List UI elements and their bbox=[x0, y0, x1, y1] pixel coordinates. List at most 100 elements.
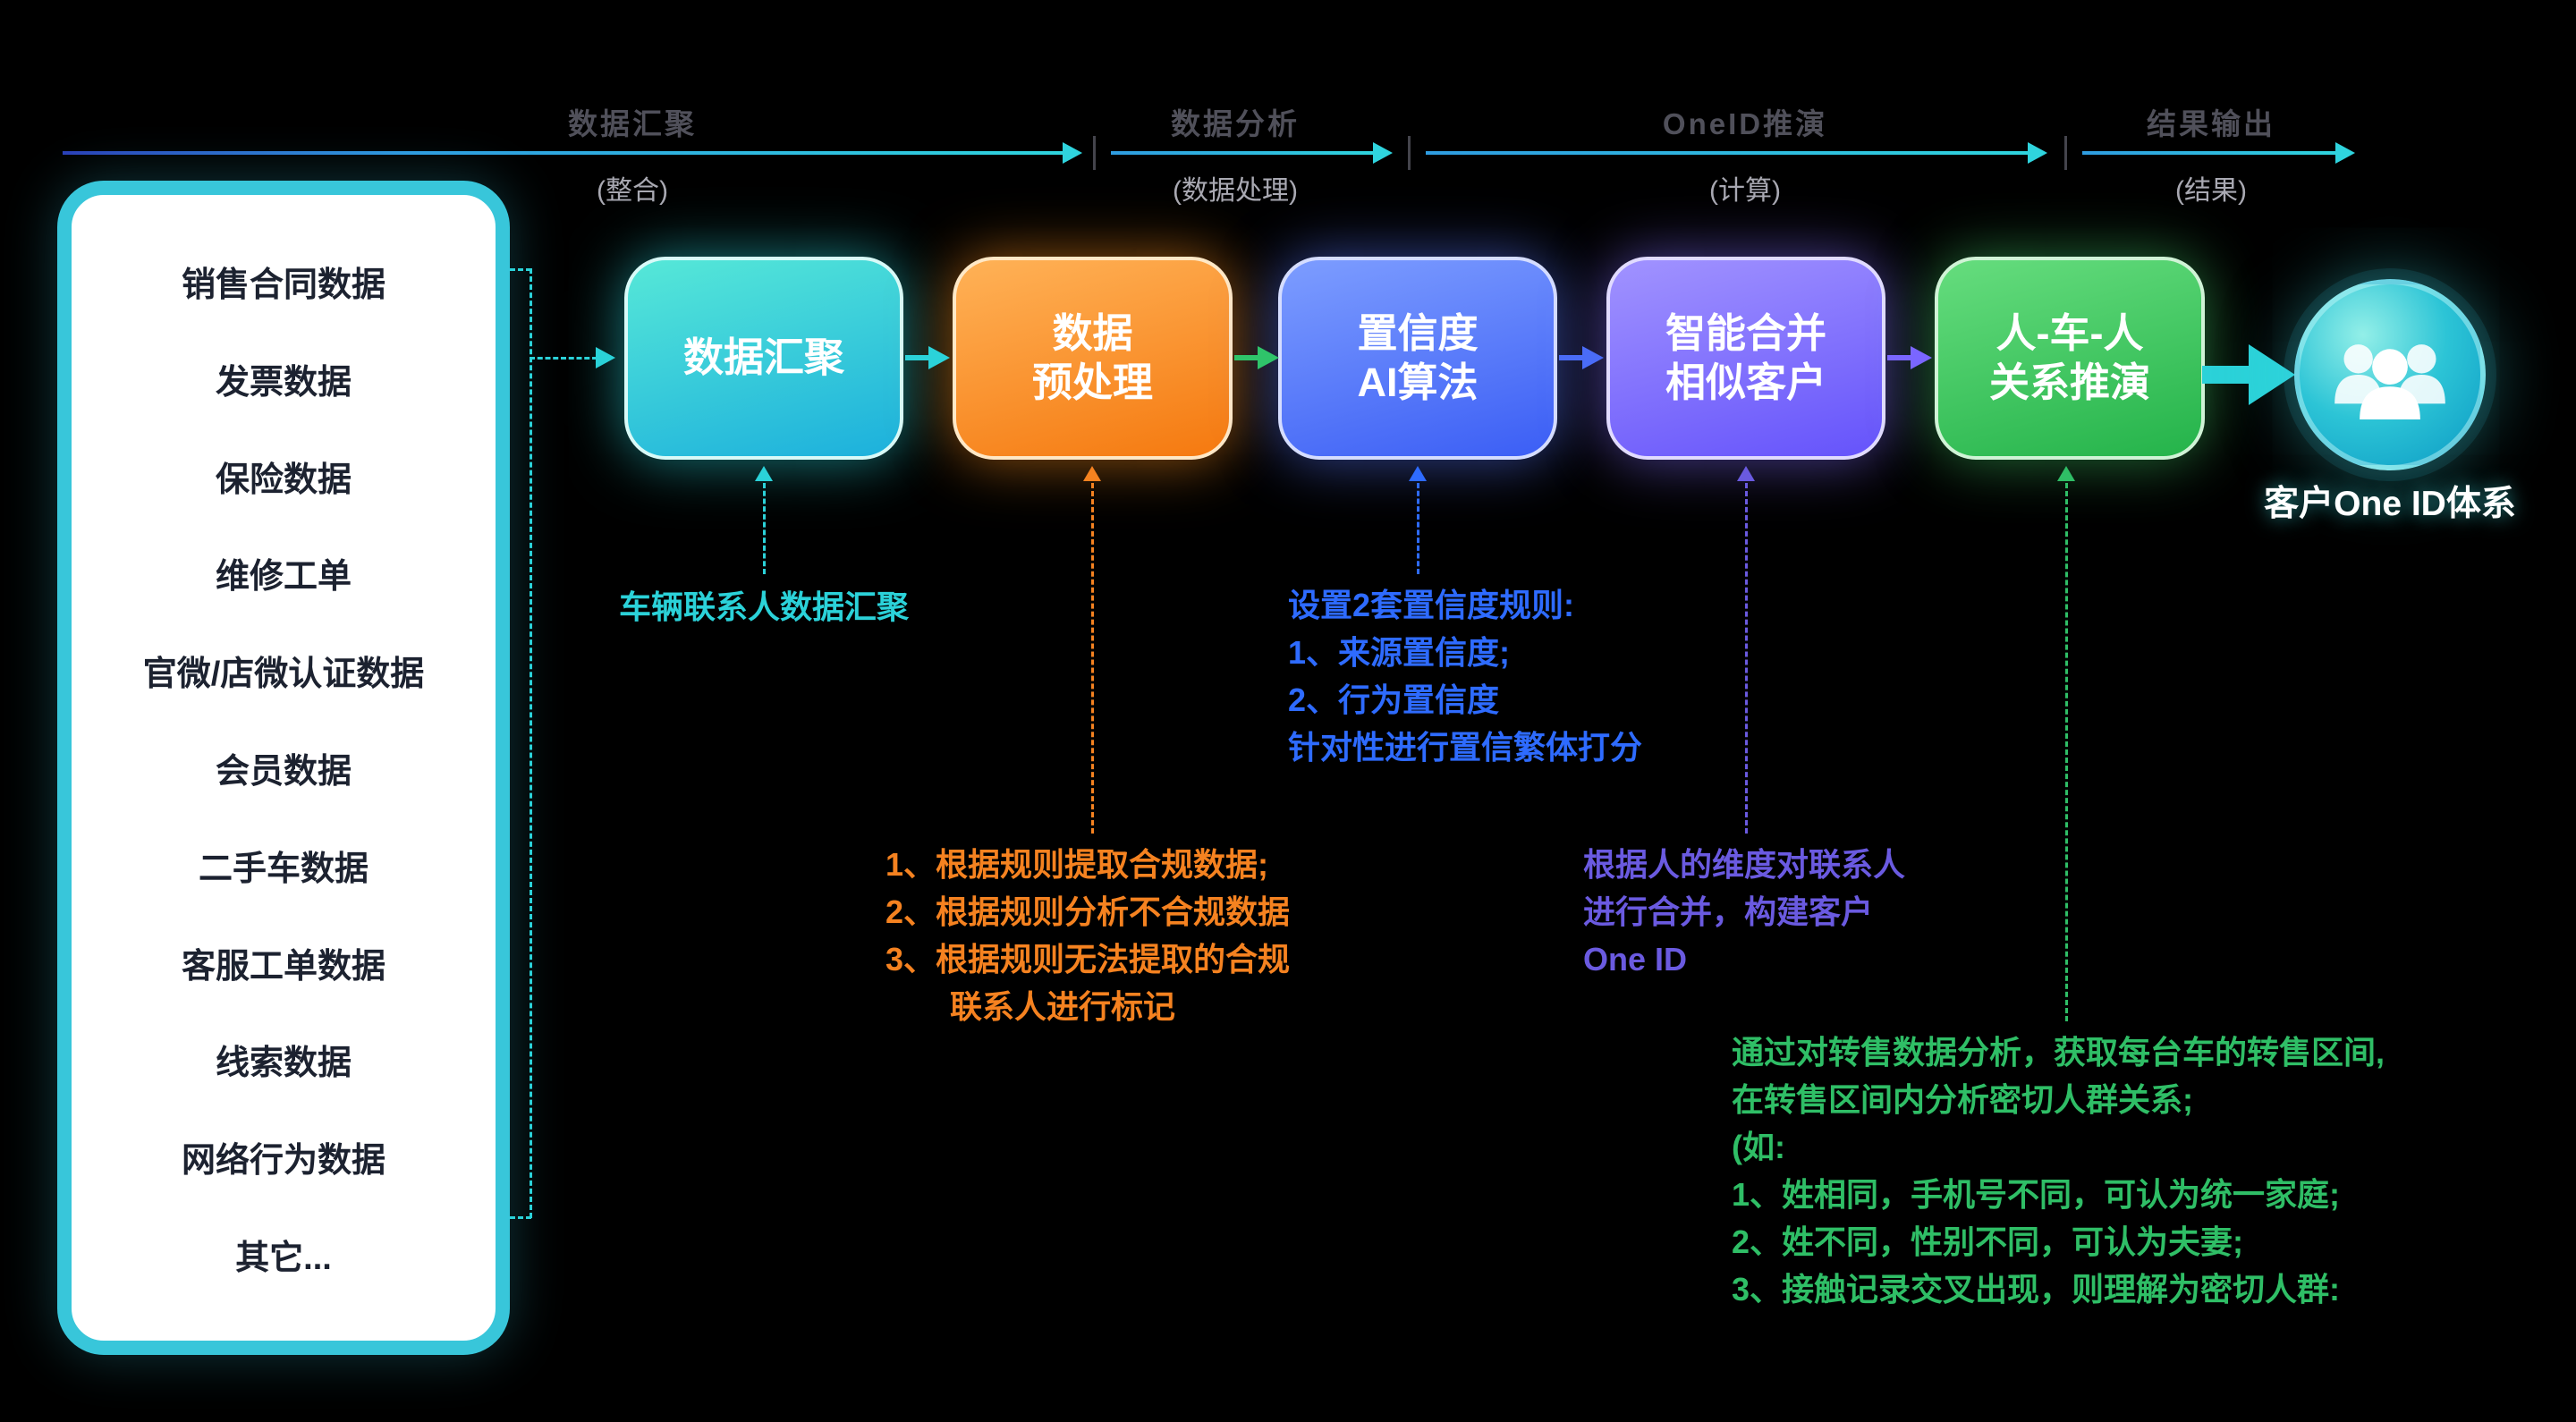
connector-dash-vertical bbox=[530, 268, 532, 1218]
annotation-aggregation: 车辆联系人数据汇聚 bbox=[619, 583, 909, 631]
source-item: 会员数据 bbox=[215, 752, 352, 791]
arrow-line bbox=[2202, 366, 2254, 384]
source-item: 网络行为数据 bbox=[181, 1142, 386, 1181]
arrow-line bbox=[63, 151, 1063, 155]
annotation-line: 1、根据规则提取合规数据; bbox=[886, 846, 1269, 883]
box-label-line: 相似客户 bbox=[1665, 359, 1826, 405]
oneid-result-circle bbox=[2294, 279, 2486, 470]
annotation-arrow-merge bbox=[1745, 483, 1748, 834]
phase-arrow-1 bbox=[63, 141, 1082, 165]
annotation-relation: 通过对转售数据分析，获取每台车的转售区间, 在转售区间内分析密切人群关系; (如: 1… bbox=[1732, 1028, 2385, 1313]
flow-box-preprocess: 数据预处理 bbox=[953, 257, 1233, 460]
source-item: 线索数据 bbox=[215, 1045, 352, 1083]
arrow-up-icon bbox=[1409, 466, 1427, 481]
source-item: 发票数据 bbox=[215, 363, 352, 402]
annotation-line: 针对性进行置信繁体打分 bbox=[1288, 729, 1643, 766]
flow-arrow bbox=[1887, 346, 1932, 369]
arrow-right-icon bbox=[2249, 344, 2295, 405]
arrow-line bbox=[1426, 151, 2028, 155]
flow-arrow bbox=[905, 346, 950, 369]
box-label-line: 数据汇聚 bbox=[682, 334, 844, 381]
phase-sub-analysis: (数据处理) bbox=[1173, 176, 1298, 206]
flow-box-aggregation: 数据汇聚 bbox=[624, 257, 903, 460]
source-item: 官微/店微认证数据 bbox=[142, 656, 425, 694]
source-item: 客服工单数据 bbox=[181, 947, 386, 986]
phase-label-analysis: 数据分析 bbox=[1171, 107, 1300, 140]
annotation-arrow-preprocess bbox=[1091, 483, 1094, 834]
annotation-arrow-relation bbox=[2065, 483, 2068, 1021]
flow-arrow bbox=[1234, 346, 1279, 369]
phase-sub-aggregation: (整合) bbox=[597, 176, 668, 206]
arrow-right-icon bbox=[596, 347, 615, 368]
arrow-up-icon bbox=[2057, 466, 2075, 481]
box-label-line: 数据 bbox=[1052, 309, 1133, 356]
arrow-line bbox=[1559, 355, 1582, 360]
annotation-line: One ID bbox=[1583, 941, 1688, 978]
phase-arrow-3 bbox=[1426, 141, 2047, 165]
phase-label-oneid: OneID推演 bbox=[1662, 107, 1828, 140]
arrow-right-icon bbox=[1373, 142, 1393, 164]
box-label-line: 智能合并 bbox=[1665, 309, 1826, 356]
arrow-right-icon bbox=[1911, 346, 1932, 369]
phase-arrow-2 bbox=[1111, 141, 1393, 165]
arrow-right-icon bbox=[1258, 346, 1279, 369]
annotation-line: 联系人进行标记 bbox=[886, 988, 1176, 1025]
connector-dash-bottom bbox=[510, 1216, 531, 1219]
source-item: 其它... bbox=[235, 1240, 332, 1278]
annotation-line: 设置2套置信度规则: bbox=[1288, 587, 1575, 623]
arrow-right-icon bbox=[928, 346, 950, 369]
arrow-up-icon bbox=[1083, 466, 1101, 481]
annotation-line: 2、姓不同，性别不同，可认为夫妻; bbox=[1732, 1223, 2244, 1260]
box-label-line: 置信度 bbox=[1357, 309, 1479, 356]
annotation-line: 在转售区间内分析密切人群关系; bbox=[1732, 1081, 2193, 1118]
result-label: 客户One ID体系 bbox=[2264, 485, 2516, 523]
annotation-line: 根据人的维度对联系人 bbox=[1583, 846, 1906, 883]
arrow-up-icon bbox=[1737, 466, 1755, 481]
phase-label-aggregation: 数据汇聚 bbox=[568, 107, 697, 140]
annotation-arrow-confidence bbox=[1417, 483, 1419, 574]
flow-box-merge: 智能合并相似客户 bbox=[1606, 257, 1885, 460]
source-item: 二手车数据 bbox=[198, 850, 369, 888]
arrow-right-icon bbox=[2028, 142, 2047, 164]
phase-sub-oneid: (计算) bbox=[1709, 176, 1781, 206]
arrow-right-icon bbox=[2335, 142, 2355, 164]
flow-arrow bbox=[1559, 346, 1604, 369]
annotation-line: 3、接触记录交叉出现，则理解为密切人群: bbox=[1732, 1271, 2341, 1308]
box-label-line: 关系推演 bbox=[1988, 359, 2150, 405]
connector-dash-top bbox=[510, 268, 531, 271]
box-label-line: 预处理 bbox=[1031, 359, 1153, 405]
users-icon bbox=[2334, 344, 2445, 420]
phase-arrow-4 bbox=[2082, 141, 2355, 165]
box-label-line: AI算法 bbox=[1357, 359, 1479, 405]
source-item: 维修工单 bbox=[215, 558, 352, 597]
phase-divider bbox=[1408, 136, 1411, 170]
annotation-merge: 根据人的维度对联系人进行合并，构建客户 One ID bbox=[1583, 841, 1905, 983]
annotation-line: 2、根据规则分析不合规数据 bbox=[886, 893, 1291, 930]
data-source-panel: 销售合同数据发票数据保险数据维修工单官微/店微认证数据会员数据二手车数据客服工单… bbox=[57, 181, 510, 1355]
arrow-line bbox=[1887, 355, 1911, 360]
annotation-line: 车辆联系人数据汇聚 bbox=[618, 588, 910, 625]
annotation-line: 3、根据规则无法提取的合规 bbox=[886, 941, 1291, 978]
annotation-line: 通过对转售数据分析，获取每台车的转售区间, bbox=[1732, 1034, 2385, 1071]
arrow-line bbox=[2082, 151, 2335, 155]
annotation-confidence: 设置2套置信度规则: 1、来源置信度; 2、行为置信度针对性进行置信繁体打分 bbox=[1288, 581, 1642, 771]
connector-dash-arrow bbox=[530, 357, 597, 360]
phase-label-output: 结果输出 bbox=[2147, 107, 2275, 140]
annotation-line: 进行合并，构建客户 bbox=[1583, 893, 1874, 930]
arrow-line bbox=[905, 355, 928, 360]
annotation-line: 1、姓相同，手机号不同，可认为统一家庭; bbox=[1732, 1176, 2341, 1213]
phase-divider bbox=[2064, 136, 2067, 170]
flow-box-relation: 人-车-人关系推演 bbox=[1935, 257, 2205, 460]
annotation-line: 1、来源置信度; bbox=[1288, 634, 1511, 671]
arrow-right-icon bbox=[1582, 346, 1604, 369]
annotation-line: (如: bbox=[1732, 1129, 1785, 1165]
arrow-line bbox=[1234, 355, 1258, 360]
phase-divider bbox=[1093, 136, 1096, 170]
phase-sub-output: (结果) bbox=[2175, 176, 2247, 206]
arrow-line bbox=[1111, 151, 1373, 155]
annotation-line: 2、行为置信度 bbox=[1288, 681, 1500, 718]
annotation-arrow-aggregation bbox=[763, 483, 766, 574]
